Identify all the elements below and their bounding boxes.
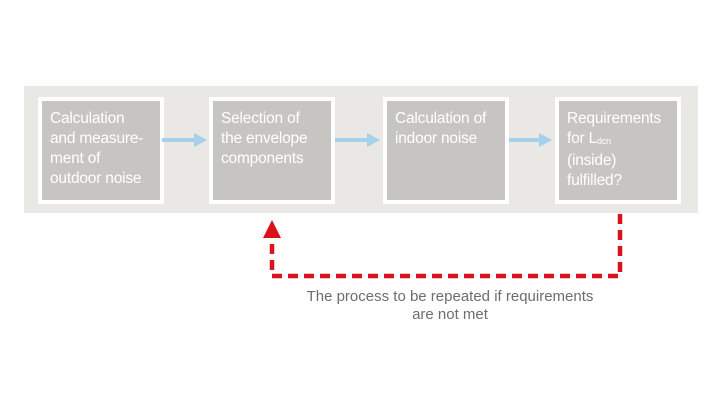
step-2-line-3: components <box>221 150 304 167</box>
step-1-line-2: and measure- <box>50 130 144 147</box>
step-2-line-1: Selection of <box>221 110 300 127</box>
flow-arrow-2 <box>335 133 380 147</box>
feedback-loop-arrow <box>263 214 623 279</box>
step-outdoor-noise: Calculation and measure- ment of outdoor… <box>38 97 164 204</box>
step-3-line-2: indoor noise <box>395 130 478 147</box>
ldcn-subscript: dcn <box>597 136 611 146</box>
step-2-line-2: the envelope <box>221 130 308 147</box>
step-4-line-1: Requirements <box>567 110 662 127</box>
step-indoor-noise: Calculation of indoor noise <box>383 97 509 204</box>
step-requirements-check: Requirements for Ldcn (inside) fulfilled… <box>555 97 681 204</box>
flow-arrow-3 <box>509 133 552 147</box>
step-1-line-4: outdoor noise <box>50 170 142 187</box>
step-envelope-selection: Selection of the envelope components <box>209 97 335 204</box>
feedback-caption: The process to be repeated if requiremen… <box>250 288 650 324</box>
step-1-line-3: ment of <box>50 150 101 167</box>
step-1-line-1: Calculation <box>50 110 125 127</box>
step-4-line-3: (inside) <box>567 152 617 169</box>
caption-line-2: are not met <box>412 306 488 323</box>
step-4-line-4: fulfilled? <box>567 172 622 189</box>
flow-arrow-1 <box>162 133 207 147</box>
step-3-line-1: Calculation of <box>395 110 487 127</box>
step-4-line-2: for Ldcn <box>567 129 677 151</box>
caption-line-1: The process to be repeated if requiremen… <box>306 288 594 305</box>
step-4-line-2-text: for L <box>567 130 598 147</box>
